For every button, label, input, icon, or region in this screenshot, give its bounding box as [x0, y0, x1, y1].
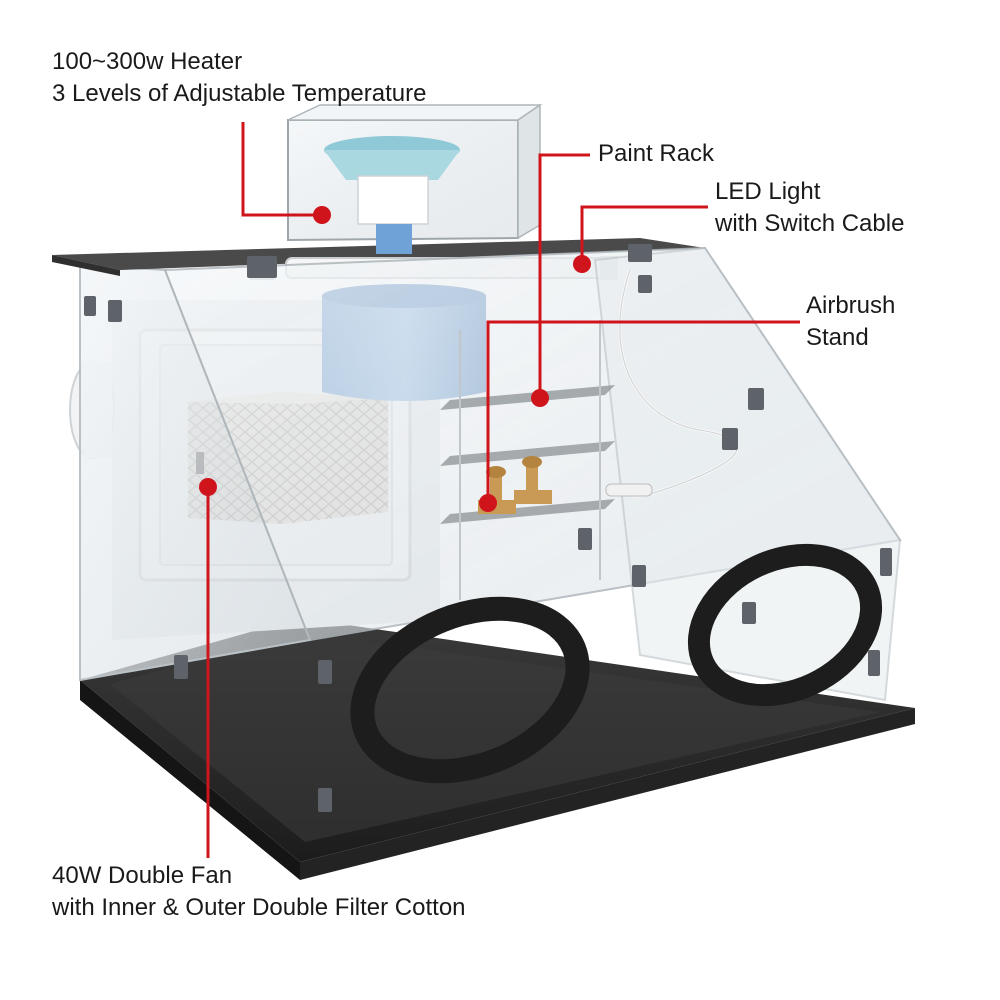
- callout-heater-line2: 3 Levels of Adjustable Temperature: [52, 80, 427, 107]
- callout-fan-line2: with Inner & Outer Double Filter Cotton: [52, 894, 466, 921]
- callout-airbrush-stand-line1: Airbrush: [806, 292, 896, 319]
- right-side-panel: [593, 246, 902, 702]
- callout-heater: 100~300w Heater 3 Levels of Adjustable T…: [52, 46, 426, 110]
- heater-unit: [287, 103, 543, 254]
- right-hand-hole: [687, 543, 883, 707]
- callout-airbrush-stand: Airbrush Stand: [806, 290, 895, 354]
- callout-fan: 40W Double Fan with Inner & Outer Double…: [52, 860, 466, 924]
- callout-paint-rack-line1: Paint Rack: [598, 140, 715, 167]
- callout-lines: [206, 122, 800, 858]
- callout-led-light: LED Light with Switch Cable: [715, 176, 904, 240]
- airbrush-stand: [478, 456, 552, 514]
- callout-dots: [199, 206, 591, 512]
- callout-paint-rack: Paint Rack: [598, 138, 714, 170]
- callout-airbrush-stand-line2: Stand: [806, 324, 869, 351]
- callout-heater-line1: 100~300w Heater: [52, 48, 243, 75]
- callout-led-light-line2: with Switch Cable: [715, 210, 905, 237]
- callout-fan-line1: 40W Double Fan: [52, 862, 233, 889]
- paint-rack: [440, 320, 615, 600]
- callout-led-light-line1: LED Light: [715, 178, 821, 205]
- panel-hinges: [84, 244, 892, 812]
- left-hand-hole: [350, 596, 590, 784]
